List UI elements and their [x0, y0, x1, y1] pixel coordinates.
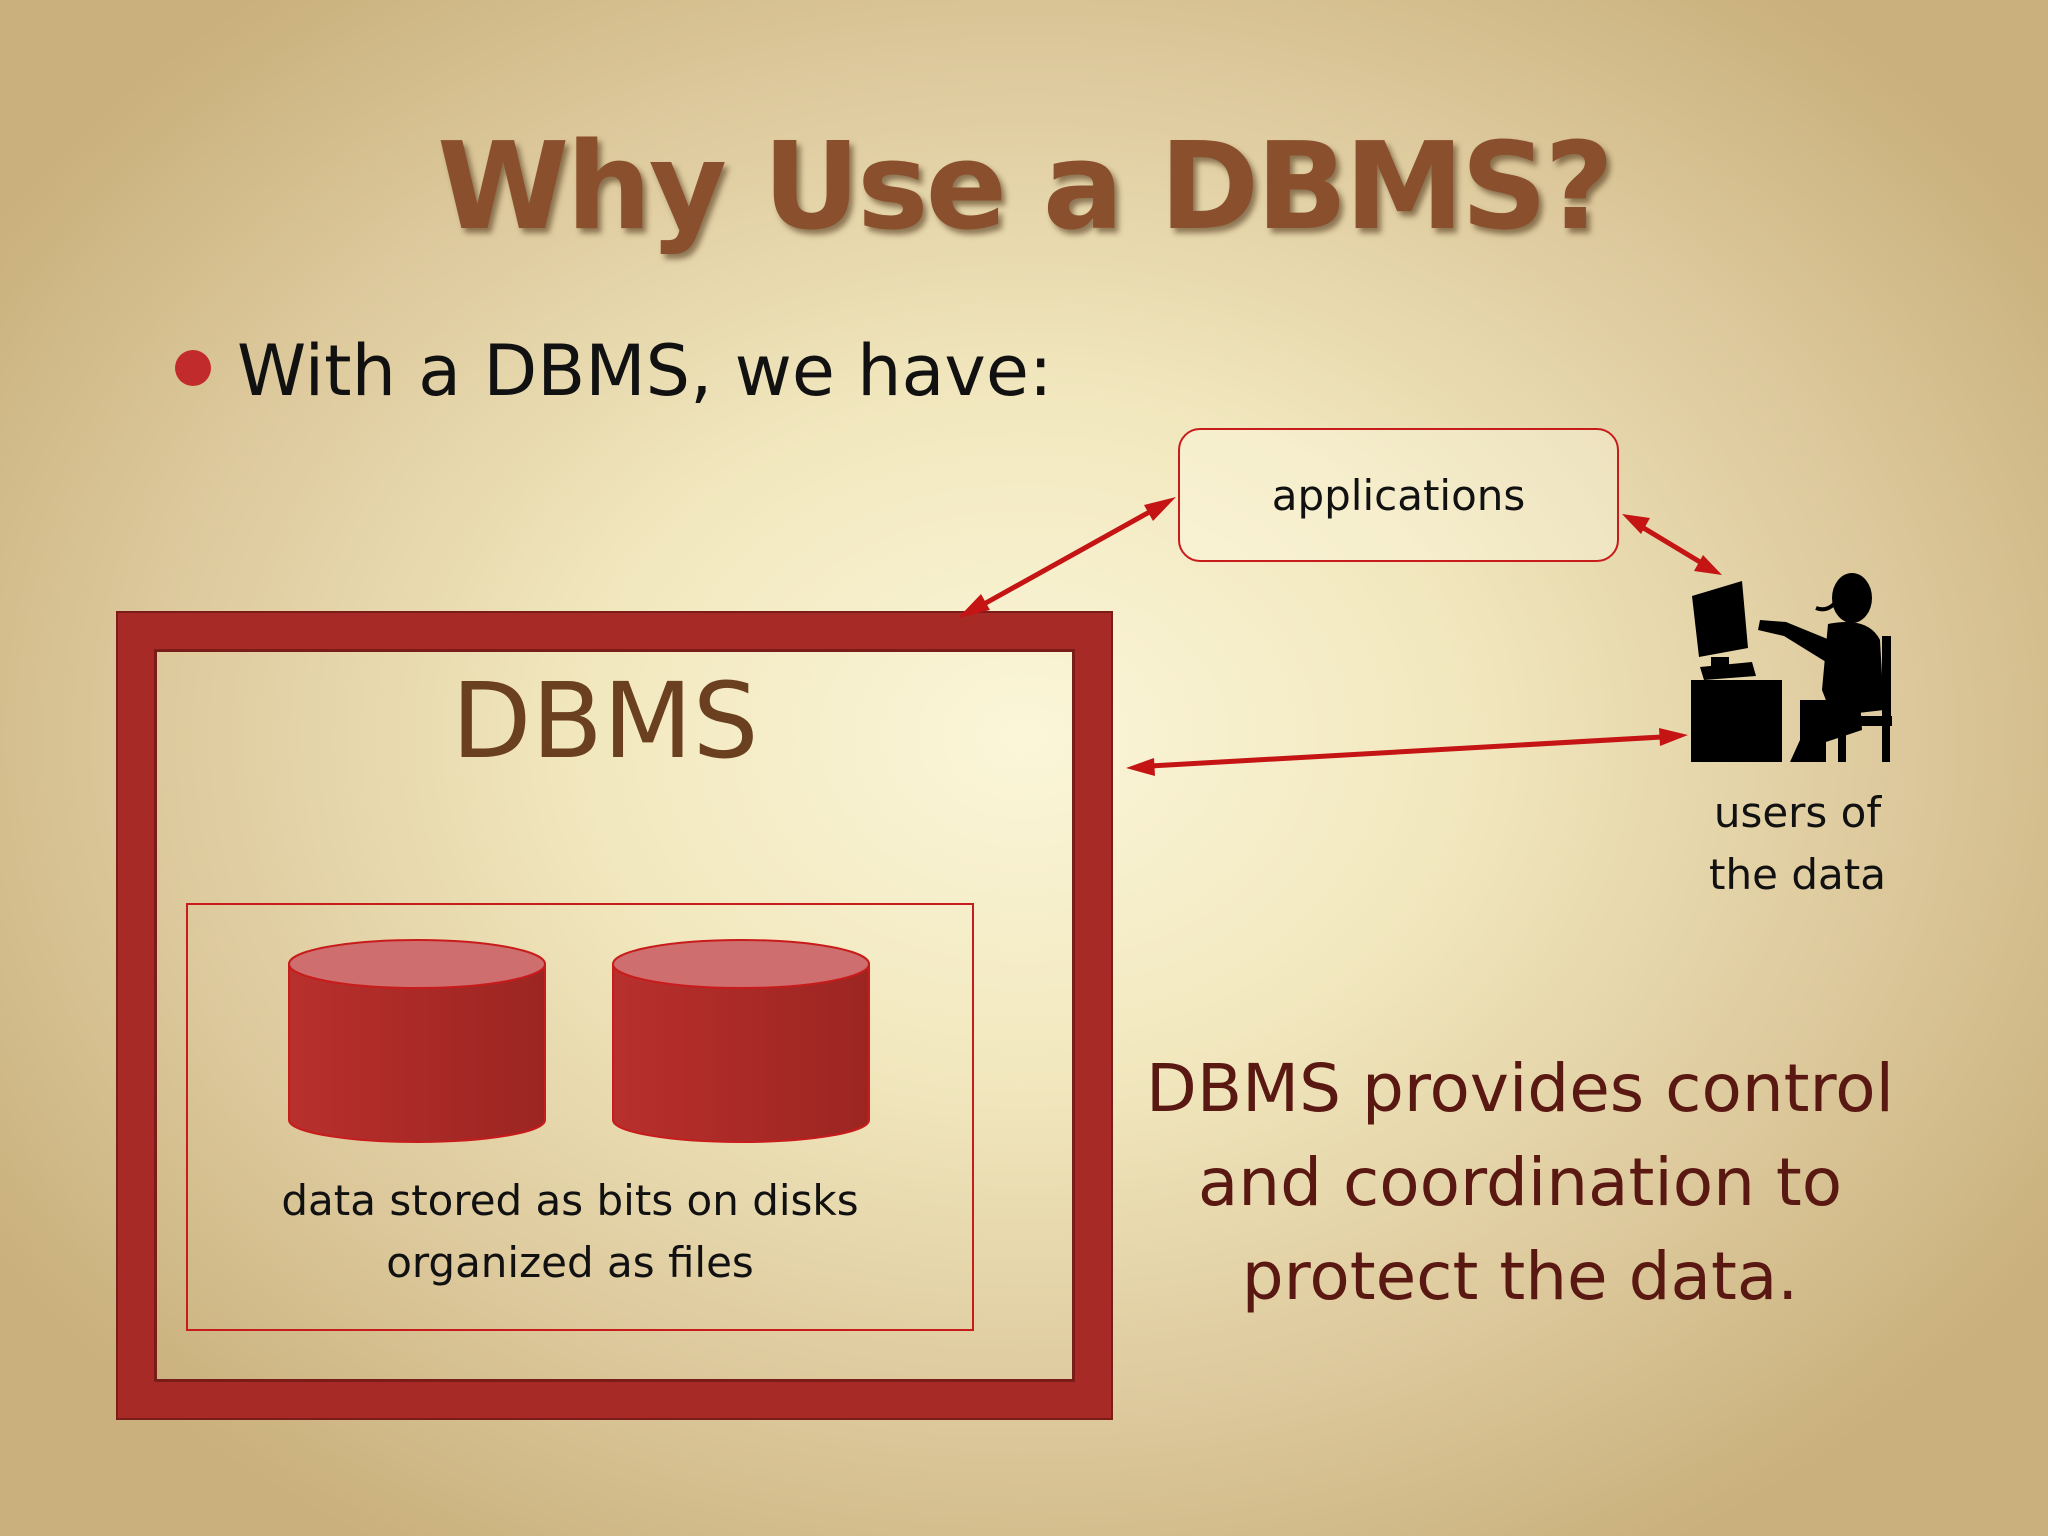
- storage-caption: data stored as bits on disks organized a…: [186, 1170, 954, 1294]
- slide-title: Why Use a DBMS?: [436, 118, 1614, 257]
- users-caption: users of the data: [1660, 782, 1935, 906]
- database-cylinder-icon: [612, 939, 870, 1143]
- summary-line: DBMS provides control: [1146, 1050, 1894, 1127]
- summary-line: and coordination to: [1197, 1144, 1843, 1221]
- users-caption-line: the data: [1709, 850, 1886, 899]
- person-at-computer-icon: [1691, 573, 1892, 762]
- arrow-dbms-applications: [958, 497, 1176, 618]
- database-cylinder-icon: [288, 939, 546, 1143]
- arrow-dbms-user: [1126, 728, 1688, 776]
- arrow-applications-user: [1622, 514, 1722, 575]
- applications-label: applications: [1271, 470, 1526, 520]
- storage-caption-line: organized as files: [386, 1238, 754, 1287]
- dbms-label: DBMS: [451, 660, 759, 782]
- applications-box: applications: [1178, 428, 1619, 562]
- bullet-dot-icon: [175, 350, 211, 386]
- users-caption-line: users of: [1713, 788, 1882, 837]
- bullet-text: With a DBMS, we have:: [237, 330, 1053, 412]
- storage-box: [186, 903, 974, 1331]
- summary-line: protect the data.: [1241, 1238, 1799, 1315]
- storage-caption-line: data stored as bits on disks: [281, 1176, 859, 1225]
- summary-text: DBMS provides control and coordination t…: [1110, 1042, 1930, 1324]
- dbms-box: [116, 611, 1113, 1420]
- bullet-item: With a DBMS, we have:: [175, 326, 1053, 416]
